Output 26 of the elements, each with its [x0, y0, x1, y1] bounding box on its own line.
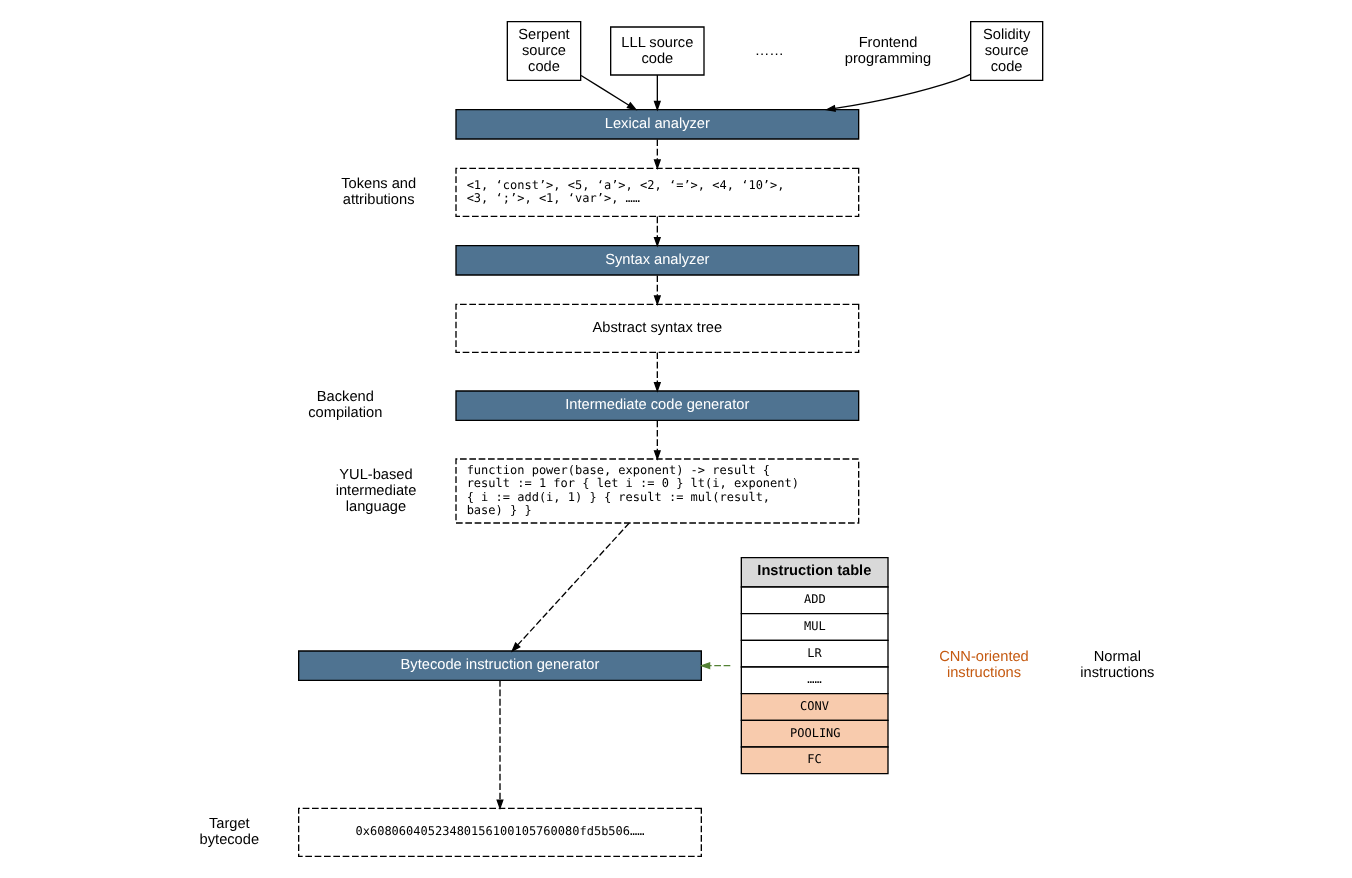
- node-box: Intermediate code generator: [454, 390, 859, 421]
- node-label: Tokens and attributions: [340, 174, 416, 209]
- label: ……: [753, 40, 783, 59]
- node-box: Solidity source code: [969, 21, 1043, 81]
- label: Normal instructions: [1079, 647, 1154, 682]
- node-box: Bytecode instruction generator: [297, 650, 701, 681]
- node-box: LLL source code: [609, 26, 704, 76]
- node-label: YUL-based intermediate language: [334, 464, 416, 515]
- arrow: [698, 661, 730, 670]
- node-box: Syntax analyzer: [454, 245, 859, 276]
- label: CNN-oriented instructions: [938, 647, 1028, 682]
- arrow: [652, 74, 661, 112]
- arrow: [652, 215, 661, 248]
- arrow: [652, 274, 661, 306]
- arrow: [509, 522, 629, 653]
- node-box: Abstract syntax tree: [454, 303, 859, 353]
- arrow: [652, 351, 661, 393]
- arrow: [495, 679, 503, 811]
- node-label: Target bytecode: [198, 814, 259, 849]
- node-box: Serpent source code: [505, 21, 581, 81]
- node-box: Lexical analyzer: [454, 109, 859, 140]
- arrow: [652, 138, 661, 170]
- label: Frontend programming: [843, 32, 931, 67]
- arrow: [823, 73, 970, 113]
- arrow: [652, 420, 661, 461]
- label: Backend compilation: [307, 387, 382, 422]
